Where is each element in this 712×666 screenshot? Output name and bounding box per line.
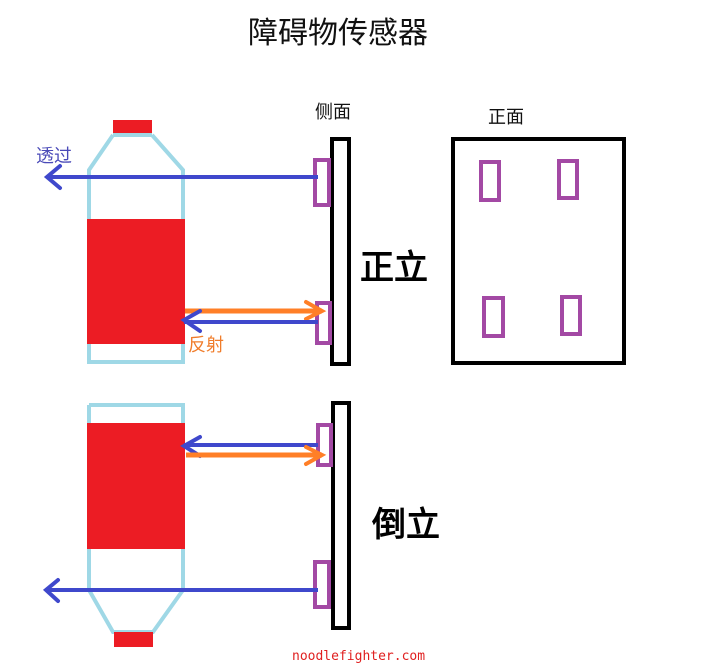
inverted-bottle (87, 403, 185, 647)
inverted-label: 倒立 (372, 505, 440, 545)
sensor-top-upright (313, 158, 331, 207)
upright-bottle (87, 120, 185, 364)
front-view-label: 正面 (488, 107, 524, 128)
front-sensor-1 (479, 160, 501, 202)
reflection-label: 反射 (188, 335, 224, 356)
bottle-outline (87, 133, 185, 364)
front-sensor-4 (560, 295, 582, 336)
bottle-label (87, 219, 185, 344)
reflect-beam-upright (180, 309, 318, 333)
front-sensor-2 (557, 159, 579, 200)
bottle-cap (113, 120, 152, 134)
upright-label: 正立 (360, 248, 428, 288)
sensor-board-front (451, 137, 626, 365)
sensor-bottom-inverted (313, 560, 331, 609)
diagram-title: 障碍物传感器 (248, 16, 428, 51)
sensor-board-side-upright (330, 137, 351, 366)
bottle-label-inverted (87, 423, 185, 549)
side-view-label: 侧面 (315, 102, 351, 123)
emit-beam-inverted (186, 445, 327, 466)
bottle-cap-inverted (114, 632, 153, 647)
emit-beam-upright (185, 300, 327, 321)
front-sensor-3 (482, 296, 505, 338)
pass-through-beam-upright (43, 164, 318, 190)
sensor-top-inverted (316, 423, 333, 467)
pass-through-beam-inverted (42, 578, 318, 603)
watermark: noodlefighter.com (292, 649, 426, 664)
pass-through-label: 透过 (36, 146, 72, 167)
sensor-board-side-inverted (331, 401, 351, 630)
